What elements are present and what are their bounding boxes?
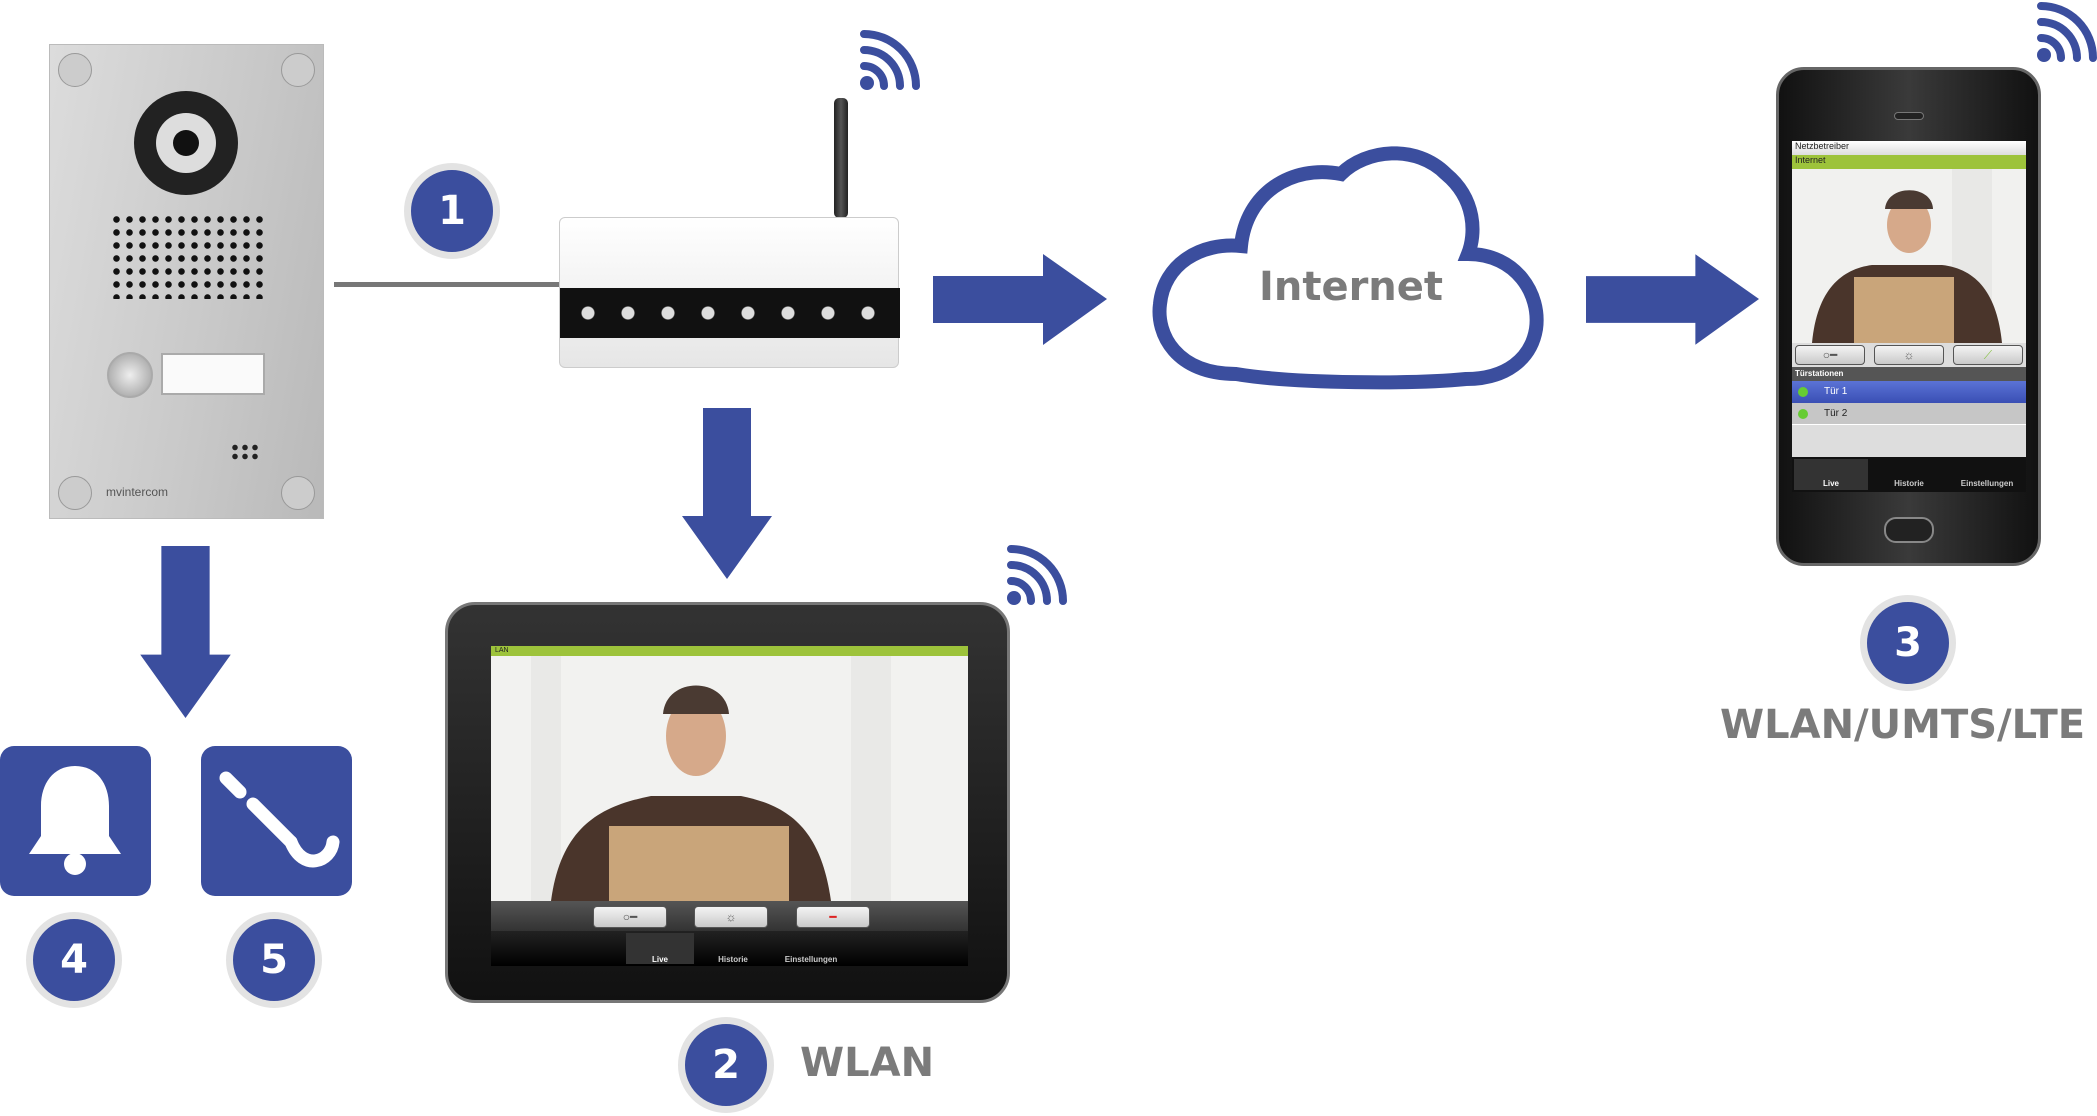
station-name: Tür 1: [1824, 386, 1848, 397]
wifi-icon: [1007, 545, 1067, 605]
step-1-badge: 1: [404, 163, 500, 259]
speaker-grille: [110, 213, 264, 299]
tablet-tab-bar: Live Historie Einstellungen: [491, 931, 968, 966]
door-opener-icon: [219, 771, 340, 868]
router: [559, 217, 900, 368]
arrow-down-icon: [682, 408, 772, 579]
tablet-key-button[interactable]: ○━: [593, 906, 667, 928]
step-2-label: WLAN: [800, 1040, 935, 1086]
wifi-icon: [860, 30, 920, 90]
phone-speaker: [1894, 112, 1924, 120]
router-antenna: [834, 98, 848, 218]
step-3-badge: 3: [1860, 595, 1956, 691]
carrier-label: Netzbetreiber: [1795, 141, 1850, 151]
arrow-right-icon: [933, 254, 1107, 345]
smartphone: Netzbetreiber Internet ○━ ☼ ⟋ Türstation…: [1776, 67, 2041, 566]
step-3-label: WLAN/UMTS/LTE: [1720, 702, 2086, 748]
connection-label: LAN: [495, 647, 509, 654]
tab-live[interactable]: Live: [626, 933, 694, 964]
cloud-label: Internet: [1258, 264, 1444, 310]
phone-home-button[interactable]: [1884, 517, 1934, 543]
arrow-down-icon: [140, 546, 231, 718]
screw: [281, 476, 315, 510]
tab-historie[interactable]: Historie: [718, 955, 748, 964]
step-4-badge: 4: [26, 912, 122, 1008]
station-name: Tür 2: [1824, 408, 1848, 419]
router-port-panel: [560, 288, 900, 338]
name-plate: [161, 353, 265, 395]
tablet-screen: LAN ○━ ☼ ━ Live Historie Einstellungen: [491, 646, 968, 966]
bell-icon: [29, 766, 121, 875]
tab-einstellungen[interactable]: Einstellungen: [784, 955, 838, 964]
video-feed: [1792, 169, 2026, 343]
tablet-light-button[interactable]: ☼: [694, 906, 768, 928]
phone-connection-bar: Internet: [1792, 155, 2026, 169]
phone-tab-bar: Live Historie Einstellungen: [1792, 457, 2026, 492]
door-opener-box: [201, 746, 352, 896]
phone-call-button[interactable]: ⟋: [1953, 345, 2023, 365]
status-dot-icon: [1798, 409, 1808, 419]
status-dot-icon: [1798, 387, 1808, 397]
cloud-icon: [1152, 146, 1544, 390]
brand-logo: mvintercom: [106, 485, 169, 499]
screw: [281, 53, 315, 87]
tab-einstellungen[interactable]: Einstellungen: [1960, 479, 2014, 488]
tablet: LAN ○━ ☼ ━ Live Historie Einstellungen: [445, 602, 1010, 1003]
tab-historie[interactable]: Historie: [1894, 479, 1924, 488]
microphone-holes: [230, 443, 260, 461]
phone-status-bar: Netzbetreiber: [1792, 141, 2026, 155]
station-row[interactable]: Tür 2: [1792, 403, 2026, 425]
station-row[interactable]: Tür 1: [1792, 381, 2026, 403]
tablet-connection-bar: LAN: [491, 646, 968, 656]
tab-live[interactable]: Live: [1794, 459, 1868, 490]
tablet-hangup-button[interactable]: ━: [796, 906, 870, 928]
door-station: mvintercom: [49, 44, 324, 519]
bell-box: [0, 746, 151, 896]
step-2-badge: 2: [678, 1017, 774, 1113]
screw: [58, 476, 92, 510]
phone-screen: Netzbetreiber Internet ○━ ☼ ⟋ Türstation…: [1792, 141, 2026, 492]
step-5-badge: 5: [226, 912, 322, 1008]
arrow-right-icon: [1586, 254, 1759, 345]
wifi-icon: [2037, 2, 2097, 62]
phone-key-button[interactable]: ○━: [1795, 345, 1865, 365]
video-feed: [491, 656, 968, 901]
screw: [58, 53, 92, 87]
connection-label: Internet: [1795, 155, 1826, 165]
camera-icon: [134, 91, 238, 195]
phone-light-button[interactable]: ☼: [1874, 345, 1944, 365]
doorbell-button[interactable]: [107, 352, 153, 398]
stations-header: Türstationen: [1792, 367, 2026, 381]
cable-line: [334, 282, 568, 287]
